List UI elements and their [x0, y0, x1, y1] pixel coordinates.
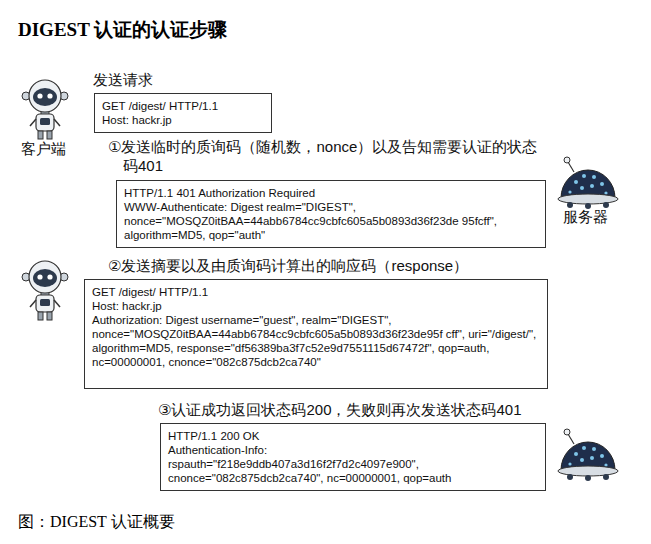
- http-line: GET /digest/ HTTP/1.1: [92, 285, 540, 299]
- step-label: ①发送临时的质询码（随机数，nonce）以及告知需要认证的状态码401: [108, 137, 551, 175]
- http-message-box: GET /digest/ HTTP/1.1Host: hackr.jpAutho…: [84, 279, 548, 389]
- diagram-title: DIGEST 认证的认证步骤: [18, 18, 227, 42]
- http-line: Authorization: Digest username="guest", …: [92, 313, 540, 369]
- http-line: Host: hackr.jp: [102, 113, 264, 127]
- step-label: ②发送摘要以及由质询码计算出的响应码（response）: [108, 256, 563, 275]
- http-message-box: HTTP/1.1 200 OKAuthentication-Info:rspau…: [160, 423, 546, 491]
- http-line: WWW-Authenticate: Digest realm="DIGEST",…: [124, 200, 538, 242]
- server-robot: [558, 429, 618, 481]
- role-label: 客户端: [21, 139, 81, 158]
- http-line: GET /digest/ HTTP/1.1: [102, 99, 264, 113]
- client-robot: [22, 80, 68, 139]
- http-line: HTTP/1.1 200 OK: [168, 429, 538, 443]
- http-line: rspauth="f218e9ddb407a3d16f2f7d2c4097e90…: [168, 457, 538, 485]
- http-line: Authentication-Info:: [168, 443, 538, 457]
- http-line: Host: hackr.jp: [92, 299, 540, 313]
- figure-caption: 图：DIGEST 认证概要: [18, 511, 175, 532]
- http-line: HTTP/1.1 401 Authorization Required: [124, 186, 538, 200]
- role-label: 服务器: [563, 207, 623, 226]
- client-robot: [22, 261, 68, 320]
- http-message-box: GET /digest/ HTTP/1.1Host: hackr.jp: [94, 93, 272, 133]
- http-message-box: HTTP/1.1 401 Authorization RequiredWWW-A…: [116, 180, 546, 248]
- role-label: 发送请求: [93, 70, 213, 89]
- server-robot: [558, 157, 618, 209]
- step-label: ③认证成功返回状态码200，失败则再次发送状态码401: [158, 400, 573, 419]
